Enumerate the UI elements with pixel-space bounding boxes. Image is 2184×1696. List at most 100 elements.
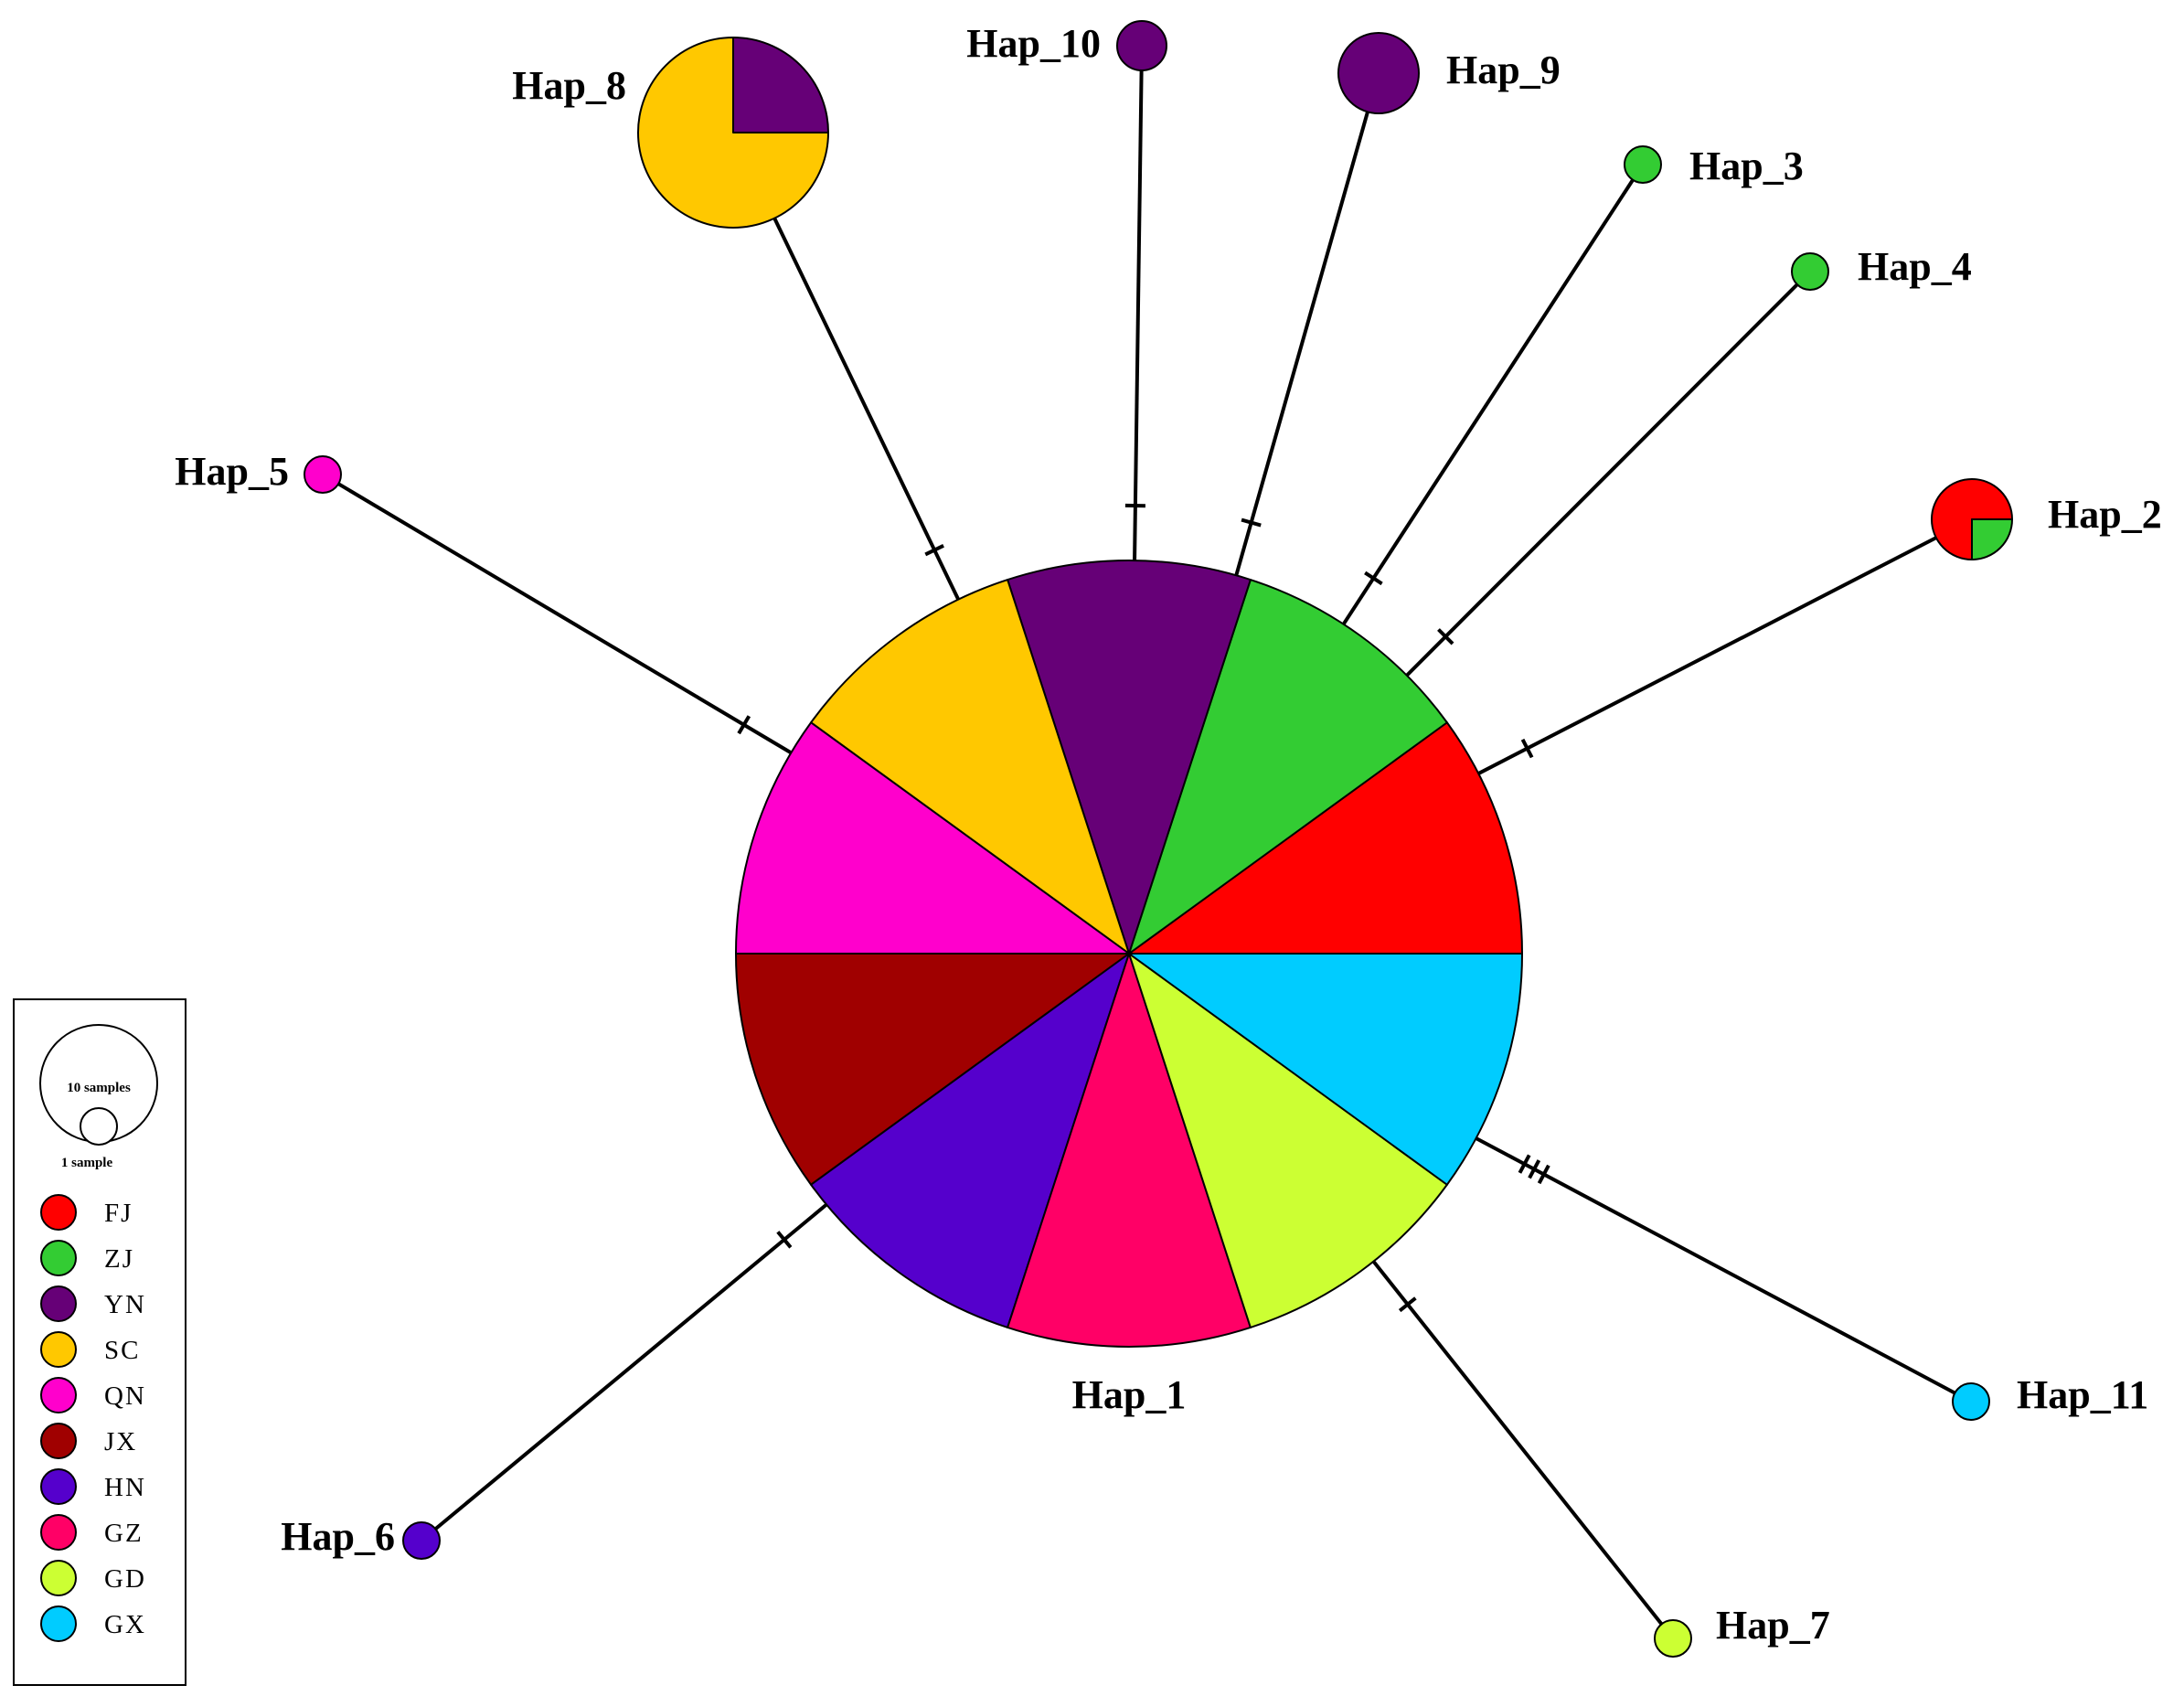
slice-qn [735, 721, 1130, 955]
nodes-layer [304, 20, 2013, 1658]
legend-item-gz: GZ [40, 1514, 144, 1551]
slice-zj [1791, 252, 1829, 291]
label-hap-8: Hap_8 [512, 63, 626, 108]
edge-line [1475, 1136, 1956, 1395]
legend-size-circle-small [80, 1107, 118, 1146]
legend: 10 samples 1 sample FJ ZJ YN SC QN JX HN GZ GD GX [13, 998, 186, 1686]
node-hap-5 [304, 455, 342, 494]
edge-hap-8 [772, 217, 961, 601]
mutation-tick [1398, 1296, 1417, 1313]
slice-fj [1931, 478, 2013, 560]
node-hap-3 [1624, 145, 1662, 184]
mutation-tick [737, 715, 751, 735]
edge-hap-4 [1405, 283, 1799, 677]
legend-label: QN [104, 1381, 146, 1411]
edge-line [434, 1202, 828, 1531]
label-hap-2: Hap_2 [2048, 492, 2162, 537]
label-hap-9: Hap_9 [1446, 48, 1561, 92]
legend-item-gx: GX [40, 1605, 146, 1642]
edge-line [1133, 69, 1144, 561]
mutation-tick [1241, 517, 1262, 528]
legend-label: YN [104, 1290, 146, 1319]
slice-qn [304, 455, 342, 494]
legend-item-yn: YN [40, 1285, 146, 1322]
edge-line [1371, 1260, 1664, 1626]
label-hap-6: Hap_6 [281, 1514, 395, 1559]
edge-hap-9 [1234, 111, 1369, 576]
mutation-tick [924, 544, 944, 557]
mutation-tick [1518, 1154, 1531, 1174]
legend-item-zj: ZJ [40, 1240, 134, 1276]
label-hap-10: Hap_10 [966, 21, 1101, 66]
legend-label: SC [104, 1336, 140, 1365]
edge-line [1341, 178, 1635, 625]
slice-yn [1337, 32, 1420, 114]
node-hap-9 [1337, 32, 1420, 114]
edge-line [772, 217, 961, 601]
slice-yn [732, 37, 829, 133]
mutation-tick [1364, 571, 1383, 586]
node-hap-1 [735, 559, 1523, 1348]
node-hap-10 [1116, 20, 1167, 71]
legend-item-sc: SC [40, 1331, 140, 1368]
edge-line [1405, 283, 1799, 677]
legend-item-fj: FJ [40, 1194, 133, 1231]
label-hap-1: Hap_1 [1072, 1372, 1187, 1417]
slice-sc [637, 37, 829, 229]
legend-swatch [40, 1194, 77, 1231]
legend-small-label: 1 sample [61, 1156, 113, 1170]
legend-label: GD [104, 1564, 146, 1594]
legend-item-gd: GD [40, 1560, 146, 1596]
label-hap-4: Hap_4 [1858, 244, 1972, 289]
legend-label: ZJ [104, 1244, 134, 1274]
slice-gx [1952, 1382, 1990, 1421]
edge-hap-10 [1124, 69, 1145, 561]
slice-gd [1654, 1619, 1692, 1658]
legend-label: GX [104, 1610, 146, 1639]
mutation-tick [1528, 1159, 1541, 1179]
edge-hap-6 [434, 1202, 828, 1531]
edge-hap-7 [1371, 1260, 1664, 1626]
slice-hn [810, 953, 1130, 1328]
slice-zj [1971, 518, 2013, 560]
legend-large-label: 10 samples [67, 1081, 131, 1095]
legend-item-hn: HN [40, 1468, 146, 1505]
slice-fj [1128, 721, 1523, 955]
label-hap-7: Hap_7 [1716, 1603, 1830, 1648]
label-hap-11: Hap_11 [2017, 1372, 2148, 1417]
legend-label: FJ [104, 1199, 133, 1228]
node-hap-6 [402, 1521, 441, 1560]
mutation-tick [1437, 628, 1454, 645]
edge-line [1234, 111, 1369, 576]
node-hap-7 [1654, 1619, 1692, 1658]
legend-item-jx: JX [40, 1423, 137, 1459]
mutation-tick [1537, 1164, 1550, 1185]
legend-swatch [40, 1514, 77, 1551]
slice-sc [810, 579, 1130, 955]
label-hap-3: Hap_3 [1689, 144, 1804, 188]
legend-label: JX [104, 1427, 137, 1456]
label-hap-5: Hap_5 [175, 449, 289, 494]
legend-swatch [40, 1605, 77, 1642]
legend-swatch [40, 1560, 77, 1596]
edge-line [1477, 536, 1937, 775]
slice-yn [1116, 20, 1167, 71]
legend-swatch [40, 1240, 77, 1276]
legend-label: HN [104, 1473, 146, 1502]
legend-swatch [40, 1468, 77, 1505]
legend-swatch [40, 1285, 77, 1322]
slice-zj [1128, 579, 1448, 955]
edge-hap-5 [337, 482, 793, 755]
slice-zj [1624, 145, 1662, 184]
node-hap-11 [1952, 1382, 1990, 1421]
edge-line [337, 482, 793, 755]
legend-label: GZ [104, 1519, 144, 1548]
legend-items: FJ ZJ YN SC QN JX HN GZ GD GX [40, 1194, 146, 1642]
edge-hap-11 [1475, 1136, 1956, 1395]
legend-swatch [40, 1377, 77, 1413]
slice-hn [402, 1521, 441, 1560]
edge-hap-2 [1477, 536, 1937, 775]
node-hap-8 [637, 37, 829, 229]
legend-item-qn: QN [40, 1377, 146, 1413]
